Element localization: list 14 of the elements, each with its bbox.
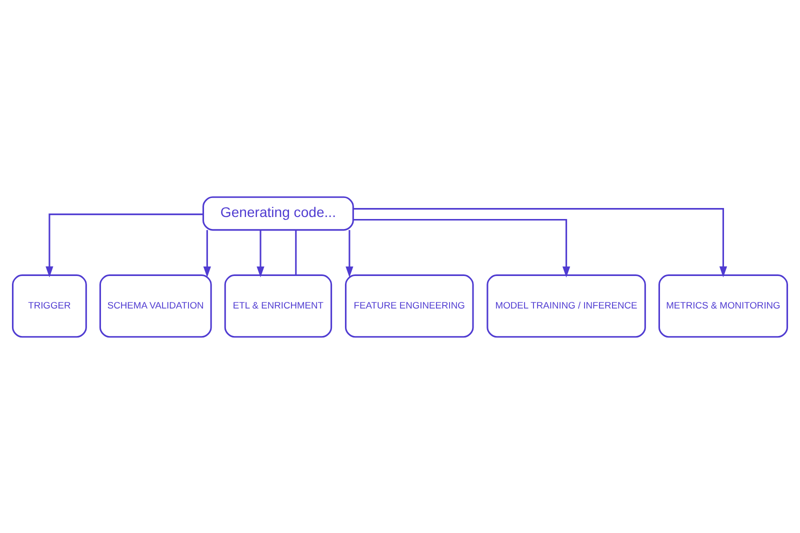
node-box: METRICS & MONITORING xyxy=(658,274,788,338)
node-box: MODEL TRAINING / INFERENCE xyxy=(486,274,646,338)
arrow xyxy=(353,208,728,277)
arrow xyxy=(256,230,264,277)
node-box: TRIGGER xyxy=(12,274,87,338)
arrow xyxy=(346,230,354,277)
arrow xyxy=(354,218,570,277)
node-box: FEATURE ENGINEERING xyxy=(344,274,474,338)
arrow xyxy=(203,230,211,277)
node-box: ETL & ENRICHMENT xyxy=(224,274,332,338)
connector xyxy=(295,230,297,275)
node-box: Generating code... xyxy=(202,196,354,230)
node-box: SCHEMA VALIDATION xyxy=(99,274,212,338)
arrow xyxy=(46,213,203,277)
